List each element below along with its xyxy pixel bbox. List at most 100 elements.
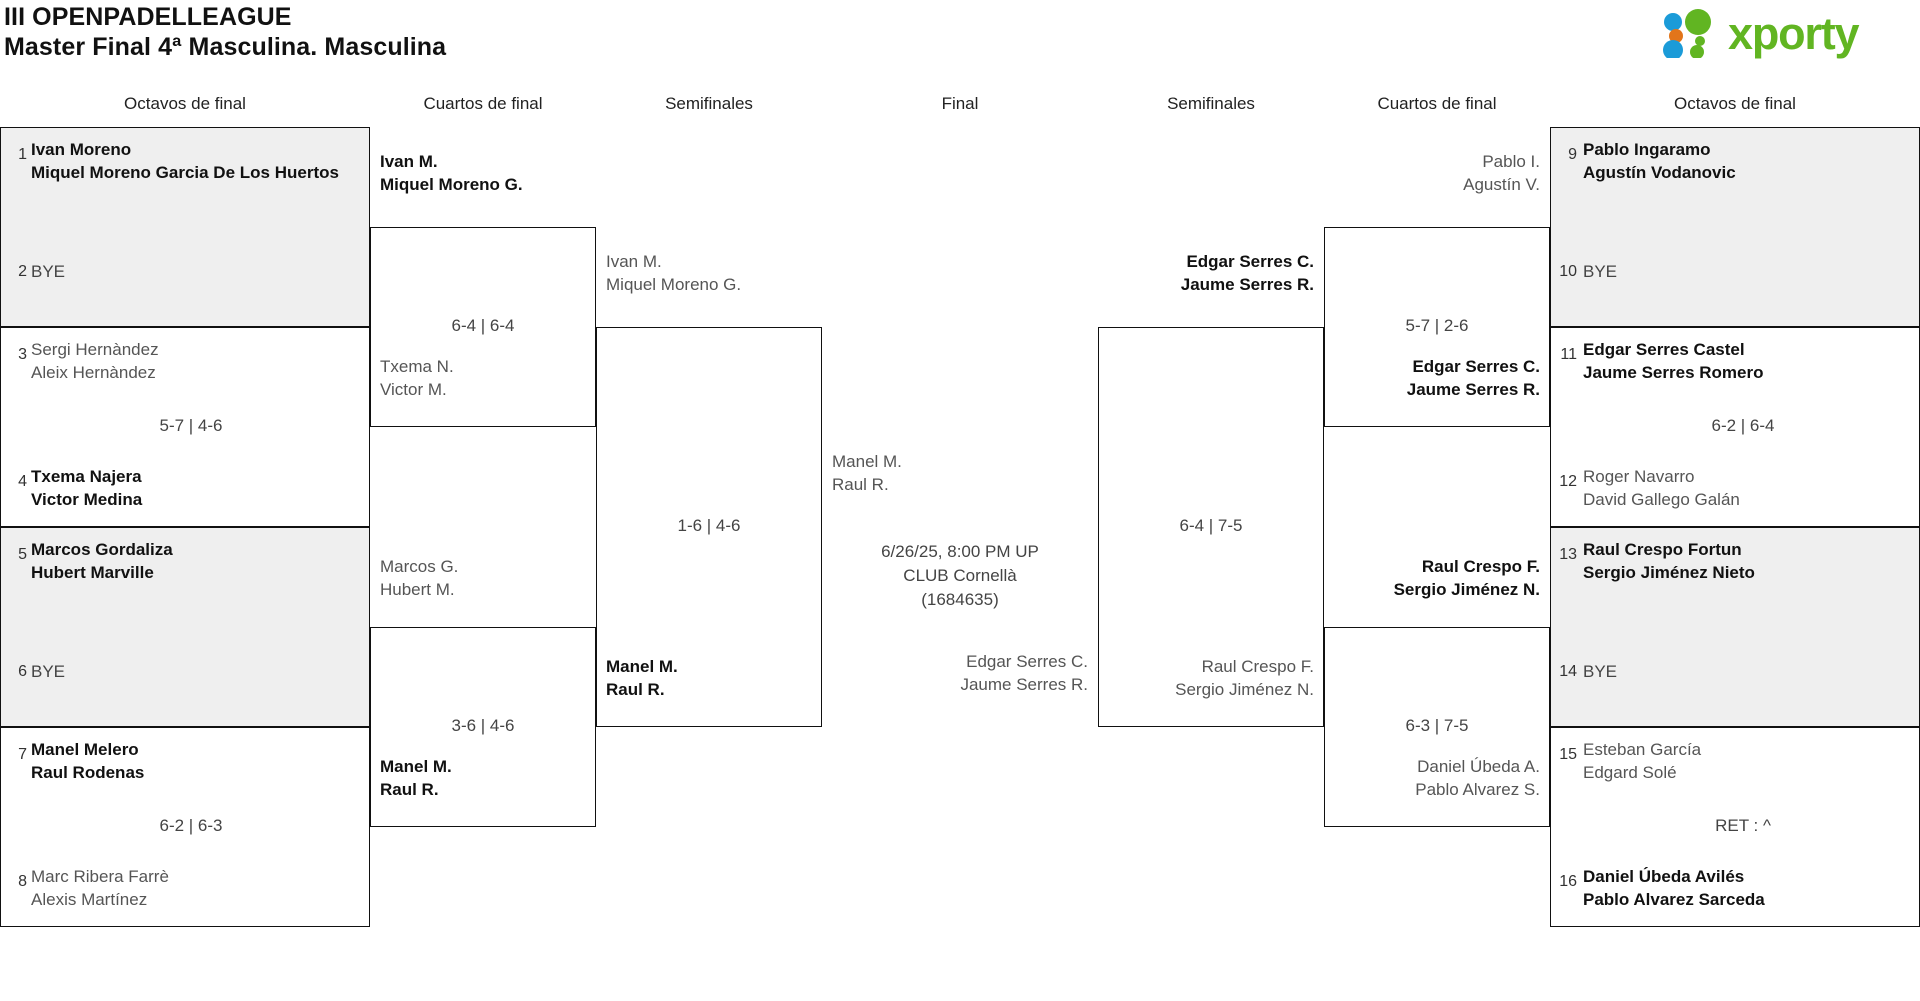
player-line-2: Victor M.: [380, 380, 447, 399]
qf-box[interactable]: 6-4 | 6-4: [370, 227, 596, 427]
seed-number: 15: [1559, 746, 1577, 763]
player-line-2: Agustín Vodanovic: [1583, 163, 1736, 182]
match-score: 6-2 | 6-4: [1711, 416, 1775, 435]
seed-number: 6: [18, 663, 27, 680]
match-score: 6-2 | 6-3: [159, 816, 223, 835]
match-block[interactable]: 11 Edgar Serres Castel Jaume Serres Rome…: [1550, 327, 1920, 527]
player-line-1: Edgar Serres C.: [966, 652, 1088, 671]
match-score: 6-4 | 7-5: [1179, 516, 1243, 535]
xporty-logo: xporty: [1660, 8, 1910, 60]
player-line-2: Miquel Moreno G.: [380, 175, 523, 194]
player-names: Ivan M. Miquel Moreno G.: [380, 150, 523, 196]
player-line-2: Raul R.: [380, 780, 439, 799]
match-score: 6-3 | 7-5: [1405, 716, 1469, 735]
seed-number: 14: [1559, 663, 1577, 680]
player-line-2: David Gallego Galán: [1583, 490, 1740, 509]
round-header-left-r16: Octavos de final: [124, 94, 246, 113]
match-block[interactable]: 15 Esteban García Edgard Solé RET : ^ 16…: [1550, 727, 1920, 927]
player-line-1: Ivan M.: [606, 252, 662, 271]
match-score: 6-4 | 6-4: [451, 316, 515, 335]
match-score: 5-7 | 2-6: [1405, 316, 1469, 335]
player-line-1: Marcos Gordaliza: [31, 540, 173, 559]
match-block[interactable]: 13 Raul Crespo Fortun Sergio Jiménez Nie…: [1550, 527, 1920, 727]
match-block[interactable]: 9 Pablo Ingaramo Agustín Vodanovic 10 BY…: [1550, 127, 1920, 327]
player-names: BYE: [31, 660, 65, 683]
player-line-1: Marc Ribera Farrè: [31, 867, 169, 886]
player-names: Manel M. Raul R.: [380, 755, 452, 801]
match-block[interactable]: 1 Ivan Moreno Miquel Moreno Garcia De Lo…: [0, 127, 370, 327]
player-line-1: Roger Navarro: [1583, 467, 1695, 486]
qf-box[interactable]: 5-7 | 2-6: [1324, 227, 1550, 427]
player-names: Txema N. Victor M.: [380, 355, 454, 401]
seed-number: 12: [1559, 473, 1577, 490]
player-names: Edgar Serres C. Jaume Serres R.: [1324, 355, 1540, 401]
player-line-1: Edgar Serres C.: [1186, 252, 1314, 271]
player-line-2: Jaume Serres Romero: [1583, 363, 1764, 382]
page-title: III OPENPADELLEAGUE Master Final 4ª Masc…: [4, 2, 446, 62]
logo-wordmark: xporty: [1728, 8, 1860, 59]
player-names: Manel Melero Raul Rodenas: [31, 738, 144, 784]
player-line-2: Aleix Hernàndez: [31, 363, 156, 382]
player-names: Daniel Úbeda A. Pablo Alvarez S.: [1324, 755, 1540, 801]
final-datetime: 6/26/25, 8:00 PM UP: [881, 542, 1039, 561]
player-names: Ivan Moreno Miquel Moreno Garcia De Los …: [31, 138, 339, 184]
player-line-2: Miquel Moreno Garcia De Los Huertos: [31, 163, 339, 182]
player-line-2: Miquel Moreno G.: [606, 275, 742, 294]
player-line-1: Sergi Hernàndez: [31, 340, 159, 359]
player-names: BYE: [1583, 660, 1617, 683]
player-line-2: Hubert Marville: [31, 563, 154, 582]
seed-number: 2: [18, 263, 27, 280]
player-names: Roger Navarro David Gallego Galán: [1583, 465, 1740, 511]
xporty-dots-icon: [1663, 9, 1711, 60]
seed-number: 11: [1560, 346, 1577, 363]
player-names: Edgar Serres Castel Jaume Serres Romero: [1583, 338, 1763, 384]
player-line-2: Sergio Jiménez Nieto: [1583, 563, 1755, 582]
match-score: 1-6 | 4-6: [677, 516, 741, 535]
player-names: Edgar Serres C. Jaume Serres R.: [822, 650, 1098, 696]
player-line-1: Daniel Úbeda Avilés: [1583, 867, 1745, 886]
player-names: Raul Crespo F. Sergio Jiménez N.: [1324, 555, 1540, 601]
tournament-name: III OPENPADELLEAGUE: [4, 3, 292, 31]
player-line-2: Raul Rodenas: [31, 763, 145, 782]
player-names: Raul Crespo F. Sergio Jiménez N.: [1098, 655, 1314, 701]
player-names: Txema Najera Victor Medina: [31, 465, 142, 511]
round-header-final: Final: [941, 94, 979, 113]
sf-box[interactable]: 1-6 | 4-6: [596, 327, 822, 727]
qf-box[interactable]: 3-6 | 4-6: [370, 627, 596, 827]
match-score: RET : ^: [1715, 816, 1771, 835]
final-venue: CLUB Cornellà: [903, 566, 1017, 585]
player-line-2: Alexis Martínez: [31, 890, 148, 909]
player-names: Pablo I. Agustín V.: [1324, 150, 1540, 196]
player-names: Raul Crespo Fortun Sergio Jiménez Nieto: [1583, 538, 1755, 584]
player-line-1: BYE: [1583, 262, 1618, 281]
player-names: Daniel Úbeda Avilés Pablo Alvarez Sarced…: [1583, 865, 1765, 911]
seed-number: 3: [18, 346, 27, 363]
seed-number: 8: [18, 873, 27, 890]
seed-number: 16: [1559, 873, 1577, 890]
player-line-2: Sergio Jiménez N.: [1175, 680, 1314, 699]
player-line-1: Raul Crespo F.: [1421, 557, 1540, 576]
seed-number: 9: [1568, 146, 1577, 163]
player-names: Esteban García Edgard Solé: [1583, 738, 1701, 784]
sf-box[interactable]: 6-4 | 7-5: [1098, 327, 1324, 727]
player-line-1: Txema N.: [380, 357, 454, 376]
final-match-details: 6/26/25, 8:00 PM UP CLUB Cornellà (16846…: [822, 540, 1098, 612]
category-name: Master Final 4ª Masculina. Masculina: [4, 33, 447, 61]
seed-number: 7: [18, 746, 27, 763]
player-line-1: Edgar Serres C.: [1412, 357, 1540, 376]
player-names: Marc Ribera Farrè Alexis Martínez: [31, 865, 169, 911]
player-names: Marcos G. Hubert M.: [380, 555, 458, 601]
seed-number: 1: [18, 146, 27, 163]
player-line-1: Raul Crespo Fortun: [1583, 540, 1742, 559]
player-line-2: Raul R.: [832, 475, 889, 494]
match-block[interactable]: 5 Marcos Gordaliza Hubert Marville 6 BYE: [0, 527, 370, 727]
qf-box[interactable]: 6-3 | 7-5: [1324, 627, 1550, 827]
player-line-1: Txema Najera: [31, 467, 142, 486]
player-names: BYE: [31, 260, 65, 283]
player-names: BYE: [1583, 260, 1617, 283]
player-names: Edgar Serres C. Jaume Serres R.: [1098, 250, 1314, 296]
match-block[interactable]: 3 Sergi Hernàndez Aleix Hernàndez 5-7 | …: [0, 327, 370, 527]
player-line-1: Pablo Ingaramo: [1583, 140, 1711, 159]
match-block[interactable]: 7 Manel Melero Raul Rodenas 6-2 | 6-3 8 …: [0, 727, 370, 927]
player-names: Manel M. Raul R.: [832, 450, 902, 496]
